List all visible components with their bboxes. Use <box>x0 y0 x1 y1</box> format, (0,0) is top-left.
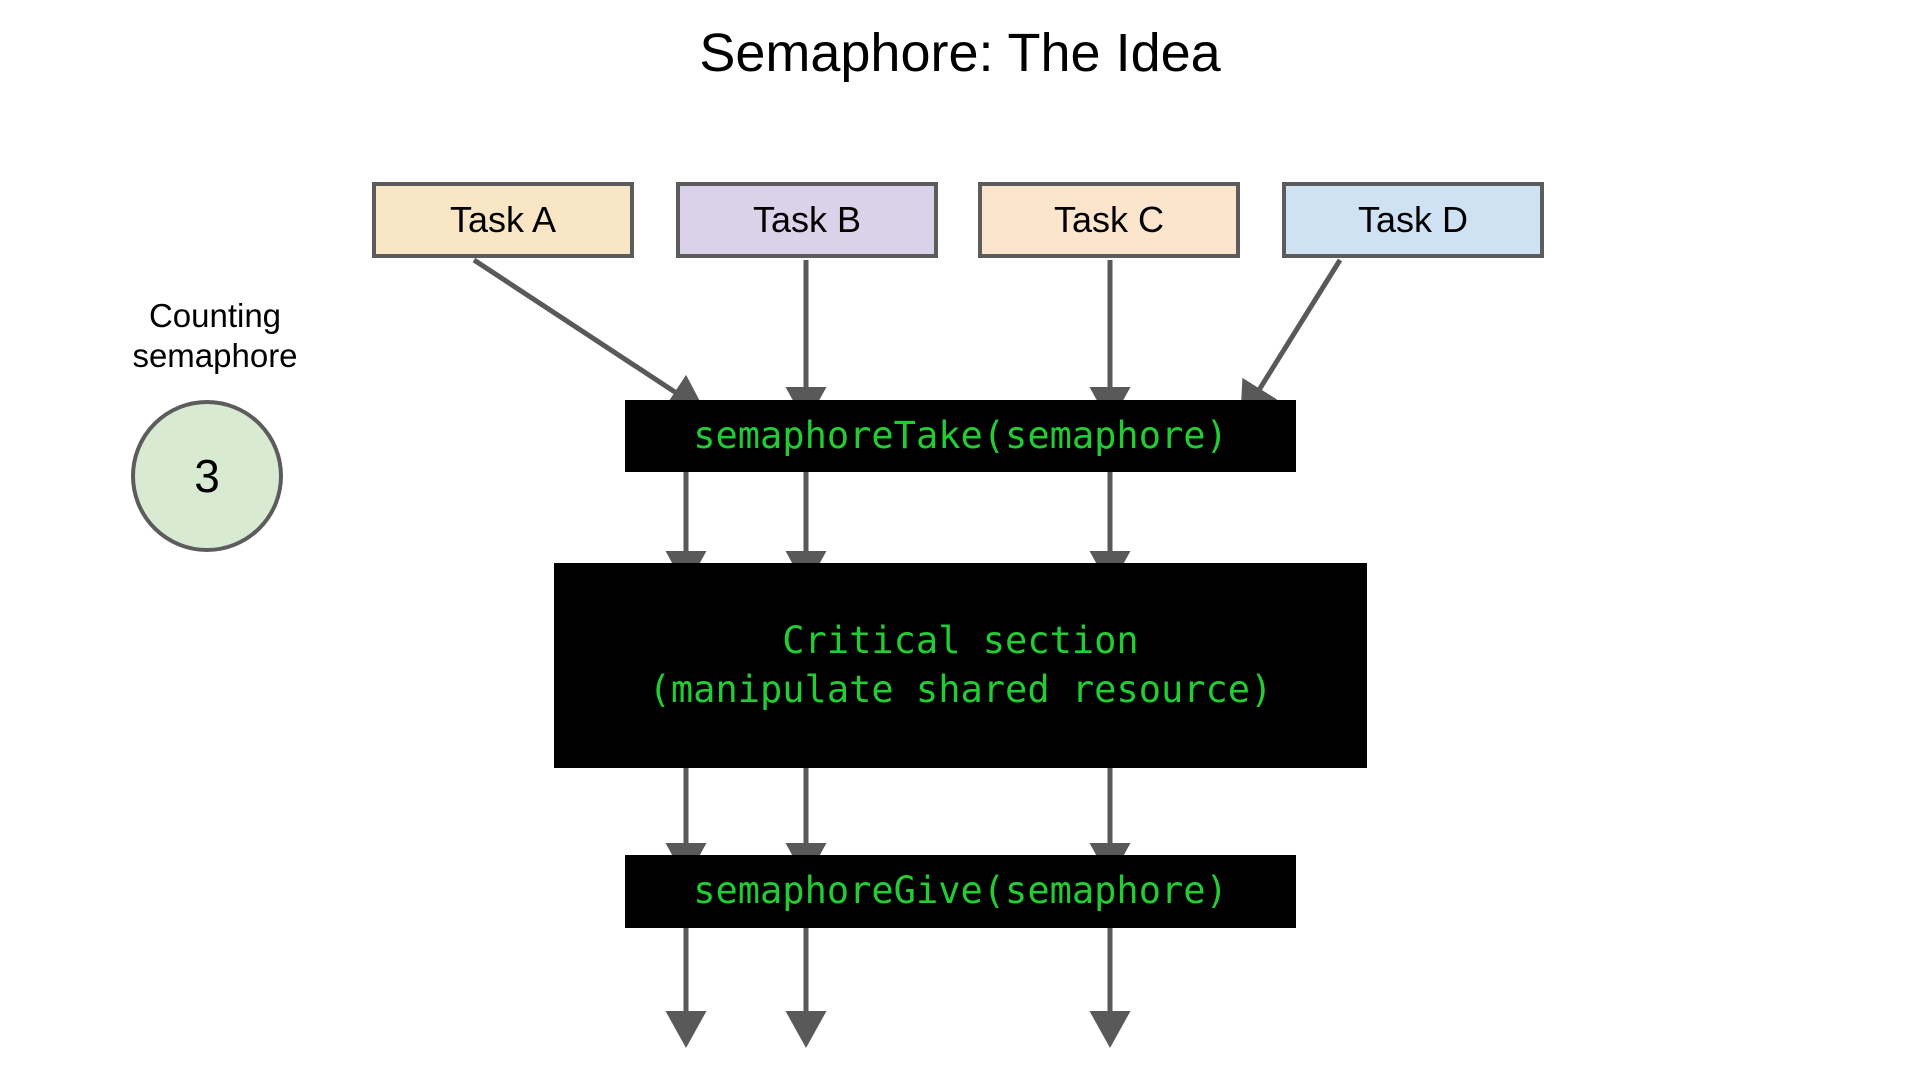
semaphore-take-text: semaphoreTake(semaphore) <box>693 413 1228 457</box>
semaphore-take-block: semaphoreTake(semaphore) <box>625 400 1296 472</box>
task-box-c-label: Task C <box>1053 199 1165 240</box>
task-box-a-label: Task A <box>449 199 557 240</box>
page-title: Semaphore: The Idea <box>699 23 1221 83</box>
task-box-a[interactable]: Task A <box>372 182 634 258</box>
critical-section-block: Critical section (manipulate shared reso… <box>554 563 1367 768</box>
critical-section-line2: (manipulate shared resource) <box>648 667 1273 711</box>
semaphore-give-text: semaphoreGive(semaphore) <box>693 869 1228 913</box>
task-box-d[interactable]: Task D <box>1282 182 1544 258</box>
counting-semaphore-label-line1: Counting <box>148 297 282 334</box>
task-box-b[interactable]: Task B <box>676 182 938 258</box>
critical-section-line1: Critical section <box>782 618 1139 662</box>
counting-semaphore-label: Counting semaphore <box>85 296 345 377</box>
semaphore-give-block: semaphoreGive(semaphore) <box>625 855 1296 928</box>
arrow-task-d-to-take <box>1240 258 1343 421</box>
task-box-d-label: Task D <box>1357 199 1469 240</box>
counting-semaphore-label-line2: semaphore <box>132 337 298 375</box>
semaphore-count-value: 3 <box>194 450 220 502</box>
arrow-task-a-to-take <box>472 257 706 413</box>
task-box-c[interactable]: Task C <box>978 182 1240 258</box>
task-box-b-label: Task B <box>752 199 862 240</box>
semaphore-count-circle: 3 <box>131 400 283 552</box>
